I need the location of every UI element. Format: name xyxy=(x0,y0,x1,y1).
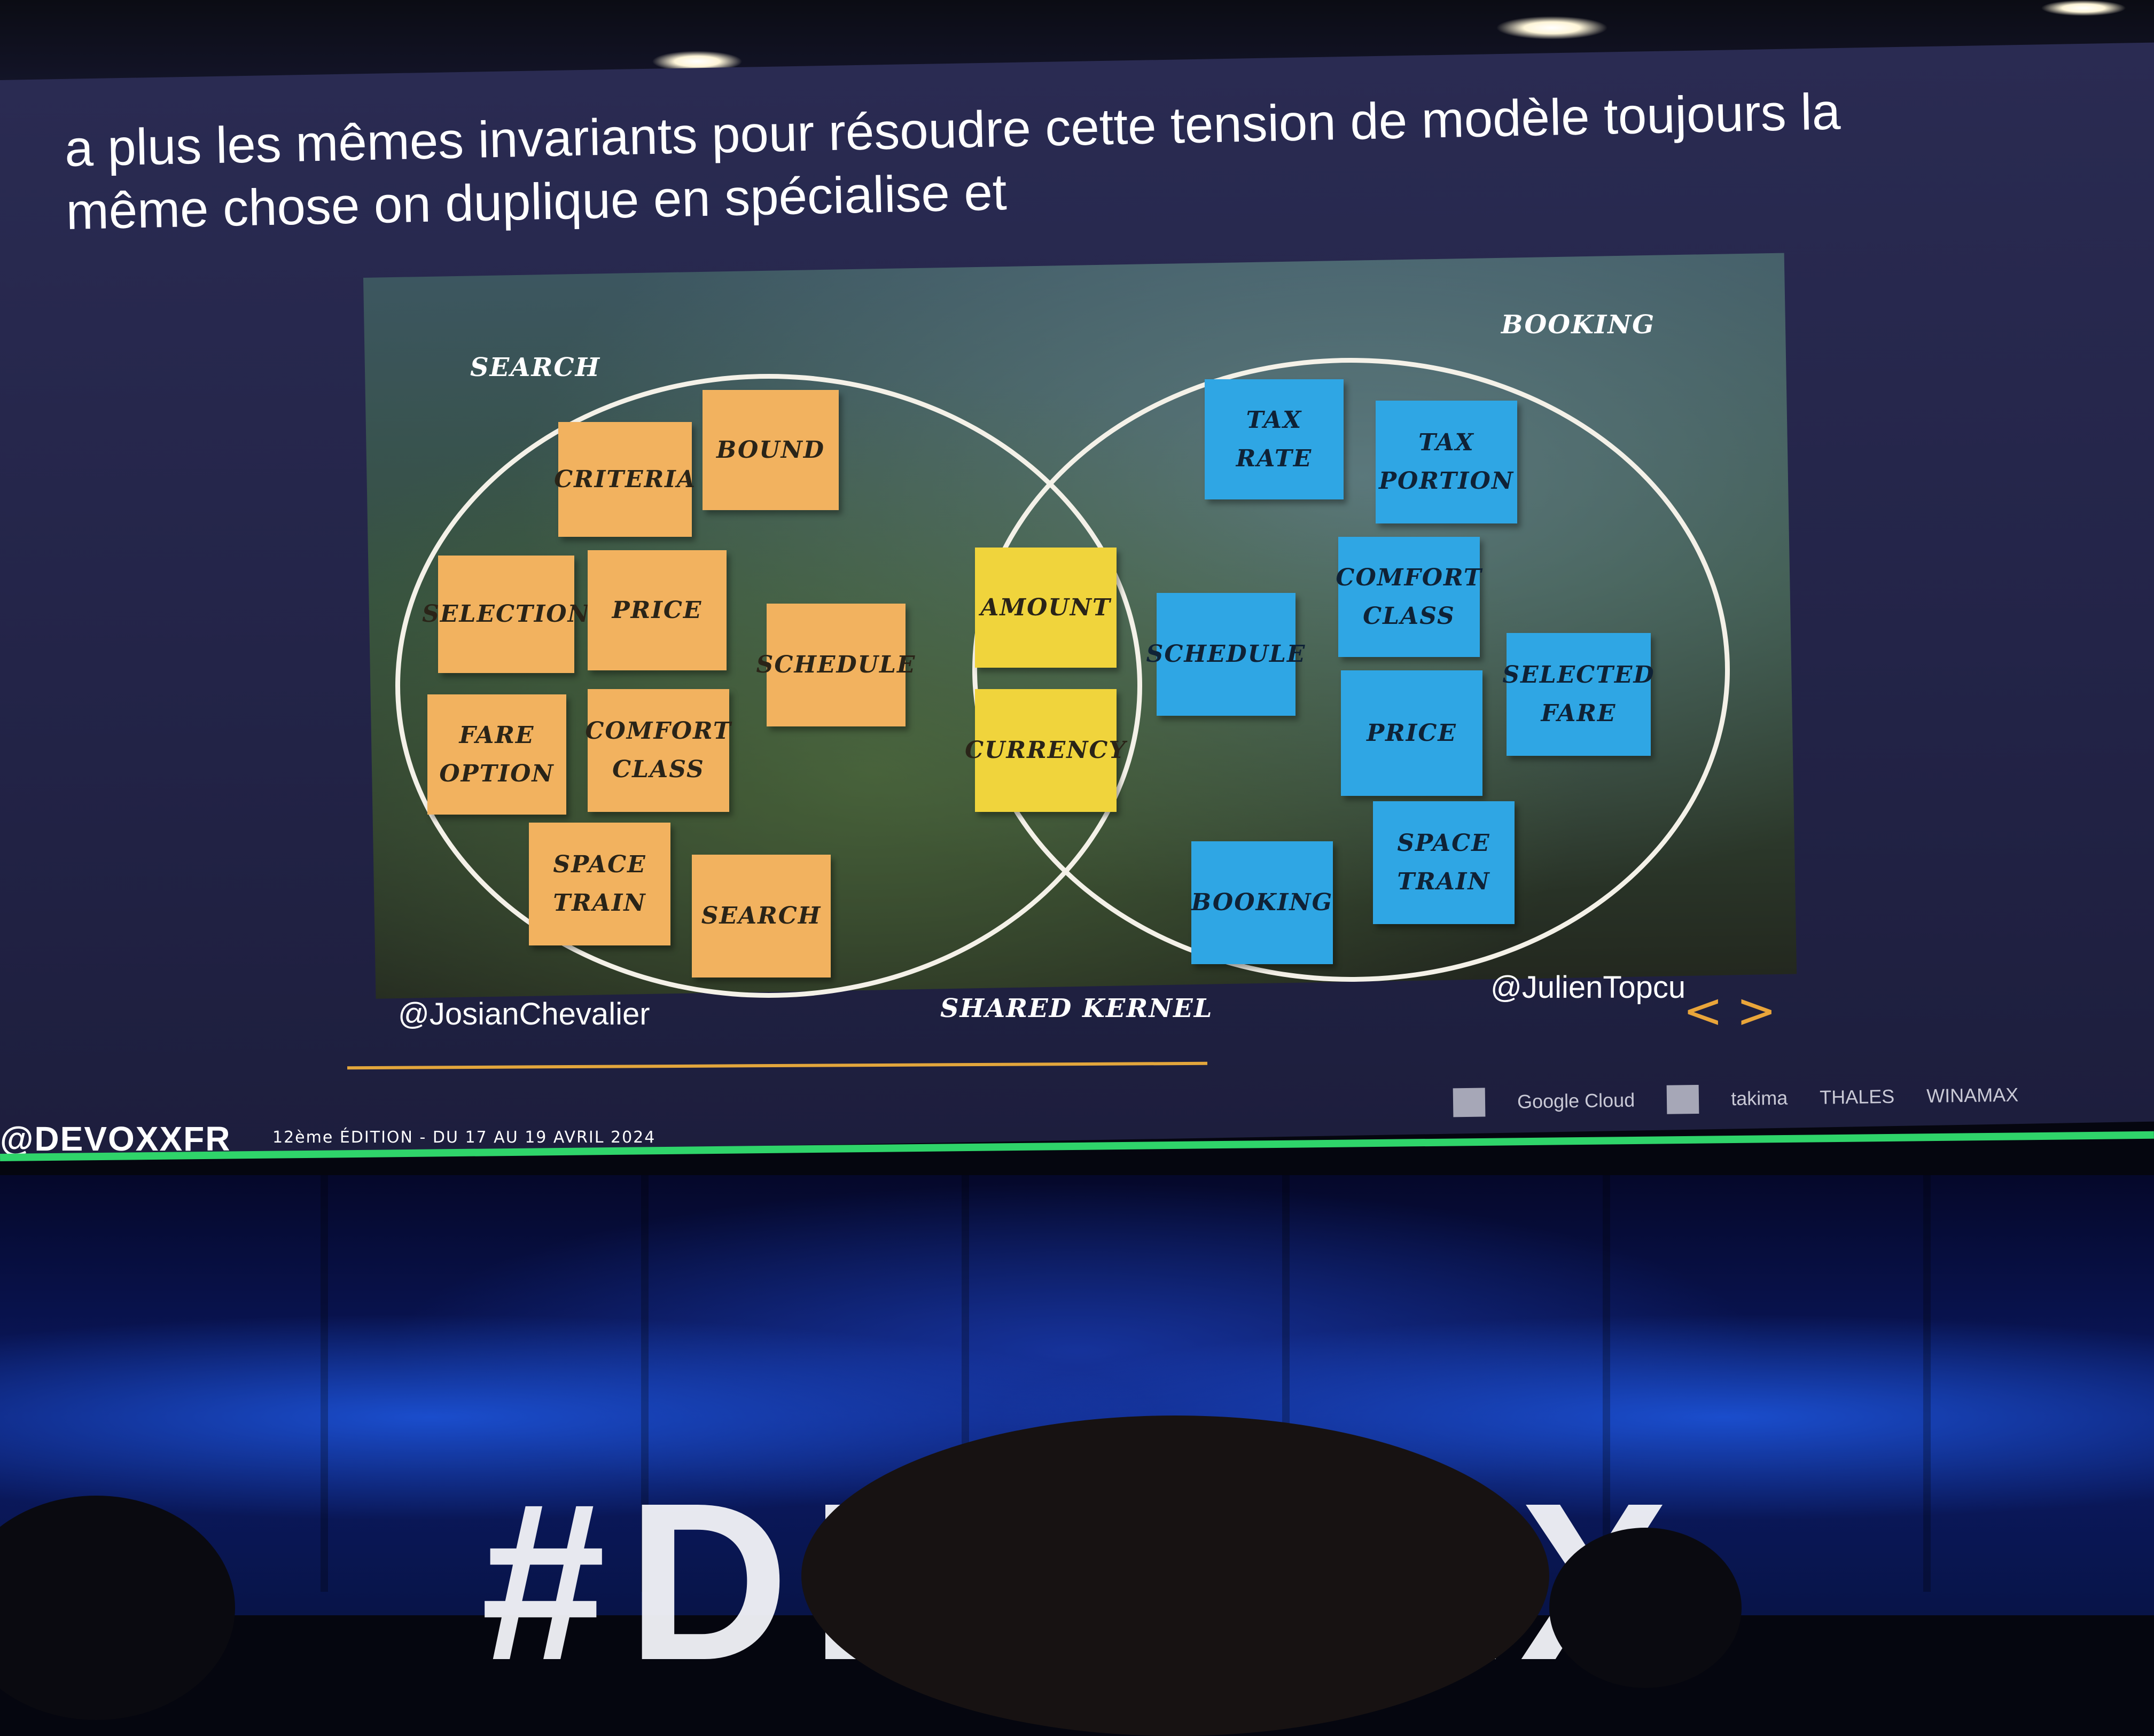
booking-note-price: Price xyxy=(1341,670,1482,796)
previous-slide-icon[interactable]: < xyxy=(1683,983,1723,1039)
right-author-handle: @JulienTopcu xyxy=(1490,970,1686,1005)
search-note-search: Search xyxy=(692,855,831,978)
search-context-label: Search xyxy=(470,353,600,382)
ceiling-light xyxy=(1496,16,1608,40)
left-author-handle: @JosianChevalier xyxy=(398,997,650,1031)
curtain-fold xyxy=(641,1175,649,1592)
edition-dates: 12ème ÉDITION - DU 17 AU 19 AVRIL 2024 xyxy=(272,1128,656,1147)
search-note-comfort-class: Comfort Class xyxy=(585,689,731,812)
orange-logo-icon xyxy=(1666,1084,1699,1114)
search-note-selection: Selection xyxy=(422,556,589,673)
curtain-fold xyxy=(1923,1175,1931,1592)
booking-context-label: Booking xyxy=(1501,310,1656,340)
booking-context-circle xyxy=(972,358,1730,982)
booking-note-selected-fare: Selected Fare xyxy=(1502,633,1654,756)
search-note-price: Price xyxy=(588,550,727,670)
ceiling-light xyxy=(2041,0,2126,16)
next-slide-icon[interactable]: > xyxy=(1736,983,1777,1039)
shared-kernel-label: Shared Kernel xyxy=(940,994,1213,1023)
audience-head xyxy=(1549,1528,1742,1688)
booking-note-booking: Booking xyxy=(1191,841,1333,964)
shared-note-amount: Amount xyxy=(975,548,1117,668)
booking-note-comfort-class: Comfort Class xyxy=(1336,537,1481,657)
booking-note-tax-rate: Tax Rate xyxy=(1205,379,1344,499)
axa-logo-icon xyxy=(1453,1088,1486,1117)
search-note-bound: Bound xyxy=(703,390,839,510)
shared-note-currency: Currency xyxy=(965,689,1126,812)
search-note-schedule: Schedule xyxy=(756,604,915,726)
booking-note-schedule: Schedule xyxy=(1146,593,1305,716)
booking-note-space-train: Space Train xyxy=(1373,801,1515,924)
search-note-criteria: Criteria xyxy=(554,422,695,537)
sponsor-google-cloud: Google Cloud xyxy=(1517,1089,1635,1113)
sponsor-winamax: WINAMAX xyxy=(1926,1083,2019,1107)
search-note-fare-option: Fare Option xyxy=(427,694,566,815)
curtain-fold xyxy=(1603,1175,1610,1592)
booking-note-tax-portion: Tax Portion xyxy=(1376,401,1517,523)
sponsor-thales: THALES xyxy=(1819,1085,1895,1108)
curtain-fold xyxy=(321,1175,328,1592)
audience-head xyxy=(801,1416,1549,1736)
search-note-space-train: Space Train xyxy=(529,823,670,945)
sponsor-takima: takima xyxy=(1730,1086,1788,1110)
